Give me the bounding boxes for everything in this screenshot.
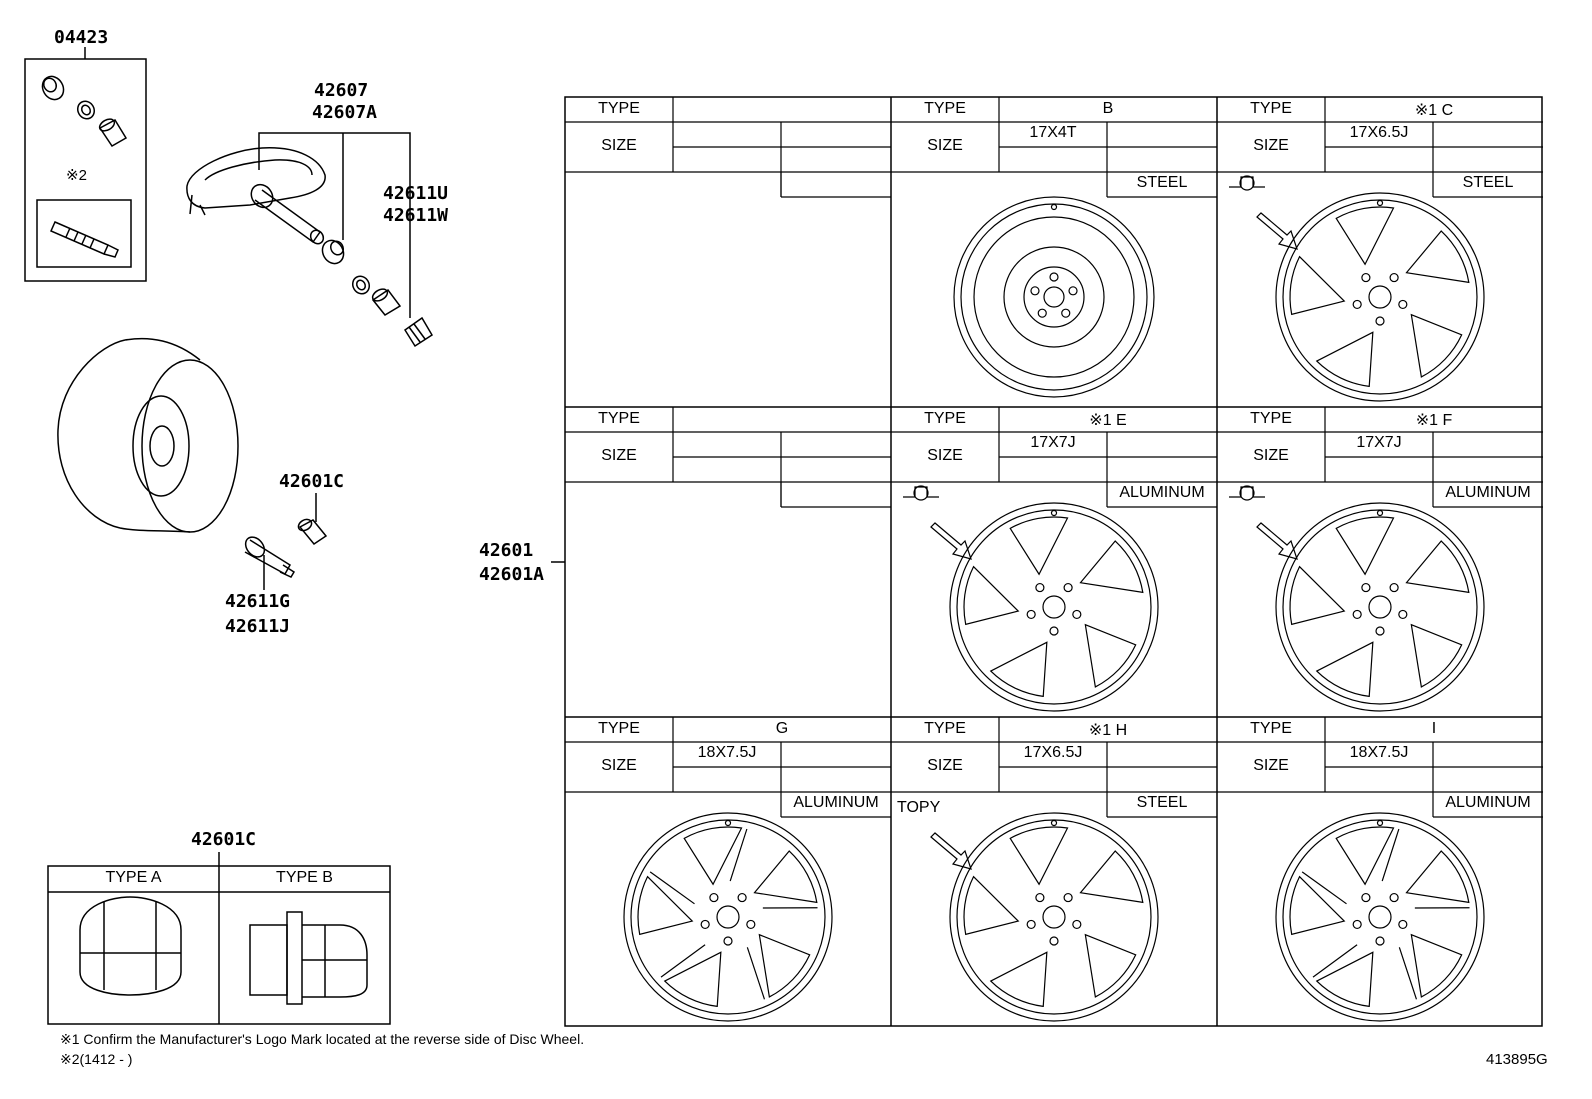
- wheel-icon-2: [1275, 192, 1485, 402]
- size-label: SIZE: [927, 137, 963, 154]
- type-label: TYPE: [1250, 410, 1292, 427]
- footnote-2: ※2(1412 - ): [60, 1051, 133, 1067]
- part-number-42611u[interactable]: 42611U: [383, 183, 449, 204]
- type-label: TYPE: [598, 720, 640, 737]
- valve-stem-icon: [244, 536, 296, 578]
- valve-insert-icon: [403, 316, 434, 348]
- wheel-material-value: ALUMINUM: [1445, 484, 1531, 501]
- part-number-42611w[interactable]: 42611W: [383, 205, 449, 226]
- wheel-material-value: ALUMINUM: [793, 794, 879, 811]
- size-label: SIZE: [1253, 447, 1289, 464]
- part-number-04423[interactable]: 04423: [54, 27, 109, 48]
- grommet-icon: [76, 100, 96, 120]
- nut-type-a-label: TYPE A: [105, 869, 162, 886]
- sensor-nut-icon: [321, 239, 345, 265]
- size-label: SIZE: [601, 447, 637, 464]
- type-label: TYPE: [924, 720, 966, 737]
- wheel-icon-7: [949, 812, 1159, 1022]
- acorn-nut-icon: [79, 896, 182, 996]
- wheel-maker-value: TOPY: [897, 799, 941, 816]
- wheel-type-value: G: [775, 720, 789, 737]
- footnote-1: ※1 Confirm the Manufacturer's Logo Mark …: [60, 1031, 585, 1047]
- logo-mark-arrow-icon: [1229, 175, 1298, 250]
- note-mark-2: ※2: [66, 167, 87, 184]
- diagram-id: 413895G: [1486, 1051, 1548, 1068]
- type-label: TYPE: [1250, 720, 1292, 737]
- nut-type-b-label: TYPE B: [276, 869, 333, 886]
- logo-mark-arrow-icon: [1229, 485, 1298, 560]
- wheel-type-value: ※1 F: [1415, 412, 1453, 429]
- wheel-type-value: I: [1431, 720, 1437, 737]
- wheel-size-value: 17X6.5J: [1023, 744, 1083, 761]
- wheel-size-value: 17X7J: [1030, 434, 1076, 451]
- size-label: SIZE: [601, 757, 637, 774]
- valve-stem-group: [244, 493, 328, 590]
- tpms-sensor-icon: [186, 147, 326, 245]
- type-label: TYPE: [1250, 100, 1292, 117]
- valve-cap-icon: [41, 75, 65, 101]
- wheel-type-value: ※1 E: [1089, 412, 1127, 429]
- part-number-42607[interactable]: 42607: [314, 80, 369, 101]
- wheel-icon-4: [949, 502, 1159, 712]
- part-number-42601c-valve[interactable]: 42601C: [279, 471, 345, 492]
- wheel-icon-1: [953, 196, 1155, 398]
- part-number-42601a[interactable]: 42601A: [479, 564, 545, 585]
- type-label: TYPE: [598, 100, 640, 117]
- wheel-table-frame: [564, 96, 1543, 1027]
- wheel-material-value: STEEL: [1462, 174, 1514, 191]
- wheel-material-value: STEEL: [1136, 794, 1188, 811]
- size-label: SIZE: [1253, 137, 1289, 154]
- wheel-material-value: ALUMINUM: [1445, 794, 1531, 811]
- part-number-42601[interactable]: 42601: [479, 540, 534, 561]
- wheel-icon-8: [1275, 812, 1485, 1022]
- wheel-size-value: 18X7.5J: [1349, 744, 1409, 761]
- wheel-type-value: ※1 C: [1414, 102, 1454, 119]
- valve-nut-icon: [98, 118, 128, 147]
- tire-illustration: [57, 337, 239, 533]
- wheel-material-value: STEEL: [1136, 174, 1188, 191]
- nut-table-frame: [47, 852, 391, 1025]
- tpms-sensor-group: [186, 132, 434, 348]
- type-label: TYPE: [924, 410, 966, 427]
- valve-core-icon: [50, 221, 119, 258]
- wheel-size-value: 17X6.5J: [1349, 124, 1409, 141]
- wheel-icon-6: [623, 812, 833, 1022]
- size-label: SIZE: [927, 757, 963, 774]
- small-valve-cap-icon: [297, 518, 328, 546]
- size-label: SIZE: [601, 137, 637, 154]
- flange-nut-icon: [249, 911, 368, 1005]
- type-label: TYPE: [598, 410, 640, 427]
- valve-kit-group: [24, 47, 147, 282]
- wheel-type-value: B: [1102, 100, 1114, 117]
- wheel-size-value: 17X4T: [1029, 124, 1077, 141]
- size-label: SIZE: [1253, 757, 1289, 774]
- wheel-icon-5: [1275, 502, 1485, 712]
- part-number-42607a[interactable]: 42607A: [312, 102, 378, 123]
- wheel-type-value: ※1 H: [1088, 722, 1128, 739]
- sensor-cap-icon: [371, 288, 402, 316]
- wheel-size-value: 18X7.5J: [697, 744, 757, 761]
- type-label: TYPE: [924, 100, 966, 117]
- size-label: SIZE: [927, 447, 963, 464]
- wheel-size-value: 17X7J: [1356, 434, 1402, 451]
- wheel-material-value: ALUMINUM: [1119, 484, 1205, 501]
- logo-mark-arrow-icon: [903, 485, 972, 560]
- sensor-grommet-icon: [351, 275, 371, 295]
- part-number-42611g[interactable]: 42611G: [225, 591, 291, 612]
- part-number-42601c-nut[interactable]: 42601C: [191, 829, 257, 850]
- logo-mark-arrow-icon: [930, 832, 972, 870]
- part-number-42611j[interactable]: 42611J: [225, 616, 291, 637]
